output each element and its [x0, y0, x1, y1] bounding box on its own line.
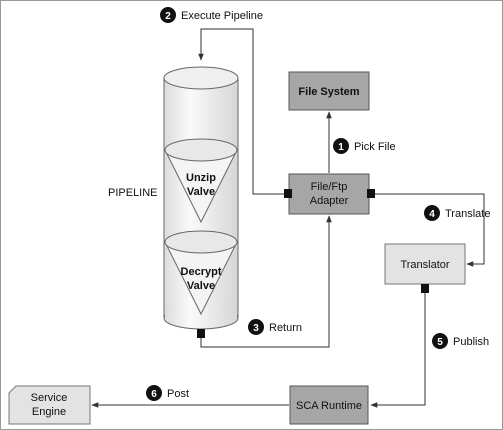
- svg-text:3: 3: [253, 323, 259, 334]
- svg-text:6: 6: [151, 389, 157, 400]
- unzip-valve-label-line2: Valve: [187, 186, 215, 198]
- step-3-label: Return: [269, 322, 302, 334]
- step-5-label: Publish: [453, 336, 489, 348]
- pipeline-bottom-port: [197, 329, 205, 338]
- service-engine-label-line1: Service: [31, 392, 68, 404]
- translator-bottom-port: [421, 284, 429, 293]
- step-4-badge: 4: [424, 205, 440, 221]
- translator-label: Translator: [400, 259, 449, 271]
- translator-box: Translator: [384, 243, 466, 285]
- step-6-label: Post: [167, 388, 189, 400]
- step-5-badge: 5: [432, 333, 448, 349]
- adapter-left-port: [284, 189, 292, 198]
- pipeline-top: [163, 66, 239, 90]
- step-6-badge: 6: [146, 385, 162, 401]
- file-system-box: File System: [288, 71, 370, 111]
- file-ftp-adapter-box: File/Ftp Adapter: [288, 173, 370, 215]
- file-system-label: File System: [298, 86, 359, 98]
- decrypt-valve: [164, 230, 238, 316]
- service-engine-label-line2: Engine: [32, 406, 66, 418]
- pipeline-label: PIPELINE: [108, 187, 158, 199]
- step-2-label: Execute Pipeline: [181, 10, 263, 22]
- decrypt-valve-label-line1: Decrypt: [181, 266, 222, 278]
- step-1-label: Pick File: [354, 141, 396, 153]
- svg-text:5: 5: [437, 337, 443, 348]
- adapter-label-line2: Adapter: [310, 195, 349, 207]
- sca-runtime-box: SCA Runtime: [289, 385, 369, 425]
- unzip-valve: [164, 138, 238, 224]
- step-2-badge: 2: [160, 7, 176, 23]
- step-3-badge: 3: [248, 319, 264, 335]
- service-engine-box: Service Engine: [8, 385, 91, 425]
- sca-runtime-label: SCA Runtime: [296, 400, 362, 412]
- step-4-label: Translate: [445, 208, 490, 220]
- return-connector: [200, 215, 332, 348]
- unzip-valve-label-line1: Unzip: [186, 172, 216, 184]
- adapter-right-port: [367, 189, 375, 198]
- adapter-label-line1: File/Ftp: [311, 181, 348, 193]
- svg-text:1: 1: [338, 142, 344, 153]
- publish-connector: [370, 290, 426, 408]
- svg-text:4: 4: [429, 209, 435, 220]
- svg-text:2: 2: [165, 11, 171, 22]
- decrypt-valve-label-line2: Valve: [187, 280, 215, 292]
- step-1-badge: 1: [333, 138, 349, 154]
- execute-pipeline-connector: [198, 28, 284, 195]
- translate-connector: [374, 193, 485, 267]
